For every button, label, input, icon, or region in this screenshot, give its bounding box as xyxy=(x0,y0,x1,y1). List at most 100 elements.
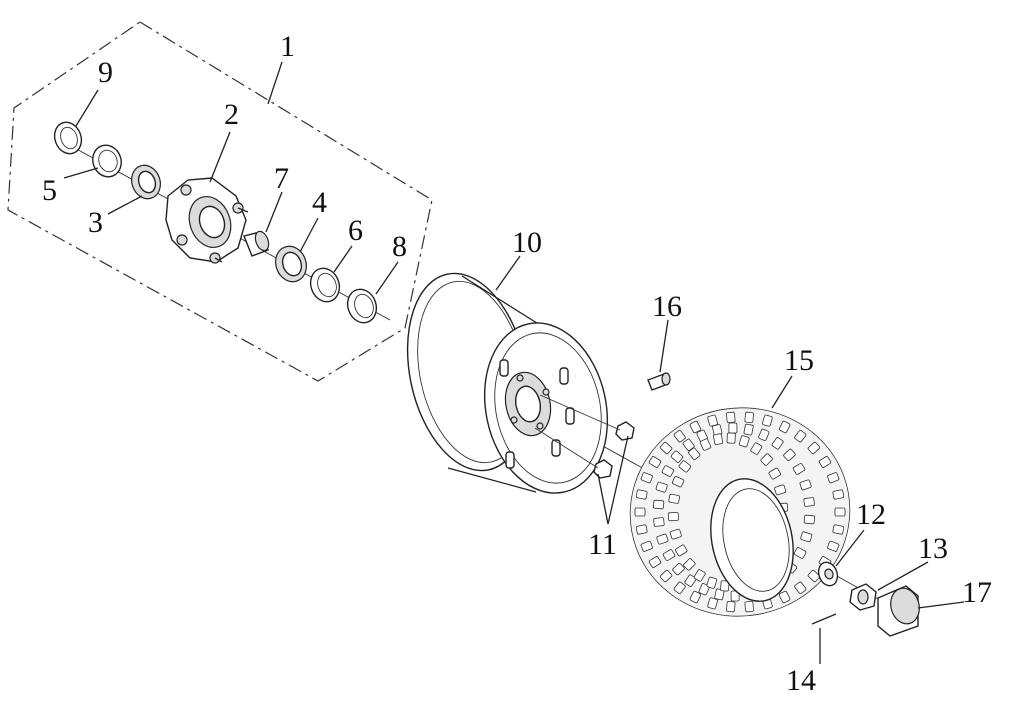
part-11-lug-nuts xyxy=(534,394,635,479)
tread-block xyxy=(744,411,754,424)
tread-block xyxy=(683,558,696,571)
part-14-cotter-pin xyxy=(811,613,837,625)
tread-block xyxy=(656,533,669,545)
tread-block xyxy=(760,453,773,466)
part-8-seal xyxy=(346,288,378,324)
tread-block xyxy=(678,460,692,473)
part-5-race xyxy=(92,144,122,178)
part-3-bearing xyxy=(131,164,161,200)
callout-17: 17 xyxy=(962,576,992,609)
tread-block xyxy=(675,544,688,557)
tread-block xyxy=(634,507,646,517)
tread-block xyxy=(655,481,668,493)
tread-block xyxy=(689,590,702,604)
part-15-tire xyxy=(629,407,851,617)
tread-block xyxy=(728,422,738,434)
callout-14: 14 xyxy=(786,664,816,697)
tread-block xyxy=(803,497,815,507)
tread-block xyxy=(832,524,845,535)
tread-block xyxy=(699,438,712,451)
part-17-hub-cap xyxy=(877,585,920,637)
callout-5: 5 xyxy=(42,174,57,207)
tread-block xyxy=(803,514,816,525)
tread-block xyxy=(668,493,680,504)
callout-13: 13 xyxy=(918,532,948,565)
tread-block xyxy=(774,484,787,496)
tread-block xyxy=(661,465,675,477)
tread-block xyxy=(762,414,773,427)
tread-block xyxy=(827,540,840,552)
tread-block xyxy=(743,423,754,436)
tread-block xyxy=(834,507,846,517)
tread-block xyxy=(672,562,685,576)
callout-16: 16 xyxy=(652,290,682,323)
part-16-valve-stem xyxy=(647,372,671,391)
tread-block xyxy=(720,580,730,592)
tread-block xyxy=(726,432,736,444)
tread-block xyxy=(778,420,791,434)
tread-block xyxy=(738,435,750,448)
callout-15: 15 xyxy=(784,344,814,377)
tread-block xyxy=(648,556,662,568)
tread-block xyxy=(792,463,806,475)
part-2-hub xyxy=(165,177,249,264)
tread-block xyxy=(778,590,791,604)
callout-1: 1 xyxy=(280,30,295,63)
part-7-spacer xyxy=(243,230,270,257)
tread-block xyxy=(652,499,665,510)
hub-assembly-boundary xyxy=(7,21,433,382)
tread-block xyxy=(684,574,697,587)
callout-11: 11 xyxy=(588,528,617,561)
tread-block xyxy=(689,420,702,434)
tread-block xyxy=(744,600,754,613)
tread-block xyxy=(807,569,821,583)
part-9-seal xyxy=(53,121,83,155)
tread-block xyxy=(669,528,682,540)
tread-block xyxy=(750,442,763,455)
tread-block xyxy=(794,581,807,594)
tread-block xyxy=(726,600,736,613)
tread-block xyxy=(706,576,718,589)
tread-block xyxy=(635,524,648,535)
tread-block xyxy=(671,476,685,488)
part-12-washer xyxy=(817,561,839,587)
tread-block xyxy=(794,430,807,443)
part-10-rim xyxy=(406,272,609,494)
callout-9: 9 xyxy=(98,56,113,89)
callout-8: 8 xyxy=(392,230,407,263)
tread-block xyxy=(807,441,821,455)
tread-block xyxy=(818,456,832,468)
part-6-race xyxy=(309,267,341,303)
callout-12: 12 xyxy=(856,498,886,531)
tread-block xyxy=(693,569,706,582)
tread-block xyxy=(726,411,736,424)
tread-block xyxy=(771,437,784,450)
tread-block xyxy=(707,597,718,610)
tread-block xyxy=(827,472,840,484)
leader-lines xyxy=(63,61,965,664)
callout-2: 2 xyxy=(224,98,239,131)
tread-block xyxy=(670,450,684,463)
callout-7: 7 xyxy=(274,162,289,195)
tread-block xyxy=(793,547,807,559)
tread-block xyxy=(648,456,662,468)
tread-block xyxy=(832,489,845,500)
tread-block xyxy=(662,549,676,561)
tread-block xyxy=(768,467,781,480)
tread-block xyxy=(640,472,653,484)
tread-block xyxy=(635,489,648,500)
callout-4: 4 xyxy=(312,186,327,219)
part-4-bearing xyxy=(275,245,307,283)
callout-3: 3 xyxy=(88,206,103,239)
tread-block xyxy=(673,430,686,443)
tread-block xyxy=(713,433,724,445)
callout-10: 10 xyxy=(512,226,542,259)
tread-block xyxy=(682,438,695,452)
tread-block xyxy=(640,540,653,552)
tread-block xyxy=(688,447,701,460)
tread-block xyxy=(783,448,796,462)
part-13-castle-nut xyxy=(849,583,877,611)
tread-block xyxy=(799,479,812,491)
